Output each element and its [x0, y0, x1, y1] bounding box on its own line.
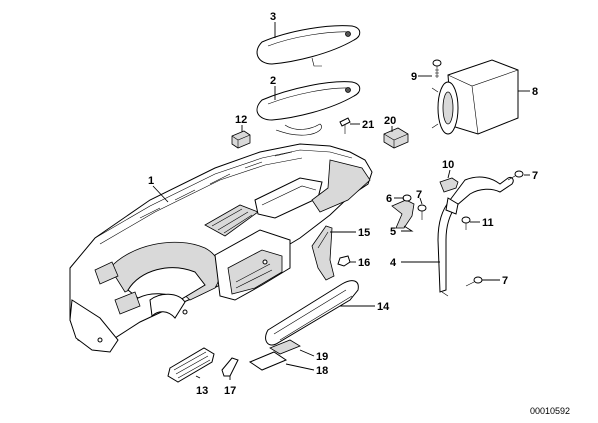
- callout-13: 13: [196, 385, 208, 397]
- trim-plate-part-19[interactable]: [269, 339, 301, 355]
- callout-10: 10: [442, 159, 454, 171]
- callout-11: 11: [482, 217, 494, 229]
- callout-19: 19: [316, 351, 328, 363]
- callout-4: 4: [390, 257, 397, 269]
- callout-9: 9: [411, 71, 417, 83]
- callout-1: 1: [148, 175, 154, 187]
- bolt-part-9[interactable]: [432, 59, 442, 78]
- bracket-part-20[interactable]: [383, 127, 409, 149]
- screw-part-21[interactable]: [339, 117, 351, 134]
- side-trim-part-15[interactable]: [311, 225, 335, 281]
- visor-panel-3[interactable]: [256, 25, 361, 67]
- module-housing-part[interactable]: [431, 59, 519, 135]
- dashboard-part[interactable]: [69, 143, 373, 353]
- callout-18: 18: [316, 365, 328, 377]
- callout-14: 14: [377, 301, 390, 313]
- screw-part-7c[interactable]: [465, 276, 483, 287]
- callout-7b: 7: [532, 170, 538, 182]
- vent-grille-part-13[interactable]: [167, 347, 215, 383]
- nut-part-6[interactable]: [402, 194, 412, 202]
- callout-12: 12: [235, 114, 247, 126]
- callout-5: 5: [390, 226, 396, 238]
- callout-20: 20: [384, 115, 396, 127]
- visor-panel-2[interactable]: [256, 81, 361, 136]
- cover-part-17[interactable]: [221, 357, 239, 377]
- clip-part-16[interactable]: [337, 255, 351, 267]
- callout-6: 6: [386, 193, 392, 205]
- callout-16: 16: [358, 257, 370, 269]
- drawing-number: 00010592: [530, 406, 570, 416]
- callout-3: 3: [270, 11, 276, 23]
- callout-17: 17: [224, 385, 236, 397]
- callout-labels: 1 2 3 4 5 6 7 7 7 8 9 10 11 12 13 14 15 …: [148, 11, 538, 397]
- leader-lines: [152, 22, 530, 380]
- trim-plate-part-18[interactable]: [248, 351, 288, 371]
- callout-21: 21: [362, 119, 374, 131]
- callout-8: 8: [532, 86, 538, 98]
- lower-trim-part-14[interactable]: [265, 280, 359, 346]
- callout-7a: 7: [416, 189, 422, 201]
- bracket-part-5[interactable]: [391, 199, 415, 229]
- callout-15: 15: [358, 227, 370, 239]
- callout-7c: 7: [502, 275, 508, 287]
- clip-part-12[interactable]: [231, 130, 251, 149]
- clip-part-11[interactable]: [461, 216, 471, 230]
- callout-2: 2: [270, 75, 276, 87]
- screw-part-7b[interactable]: [507, 170, 524, 181]
- bracket-part-10[interactable]: [439, 177, 459, 193]
- screw-part-7a[interactable]: [417, 204, 427, 220]
- support-rod-part-4[interactable]: [437, 176, 514, 297]
